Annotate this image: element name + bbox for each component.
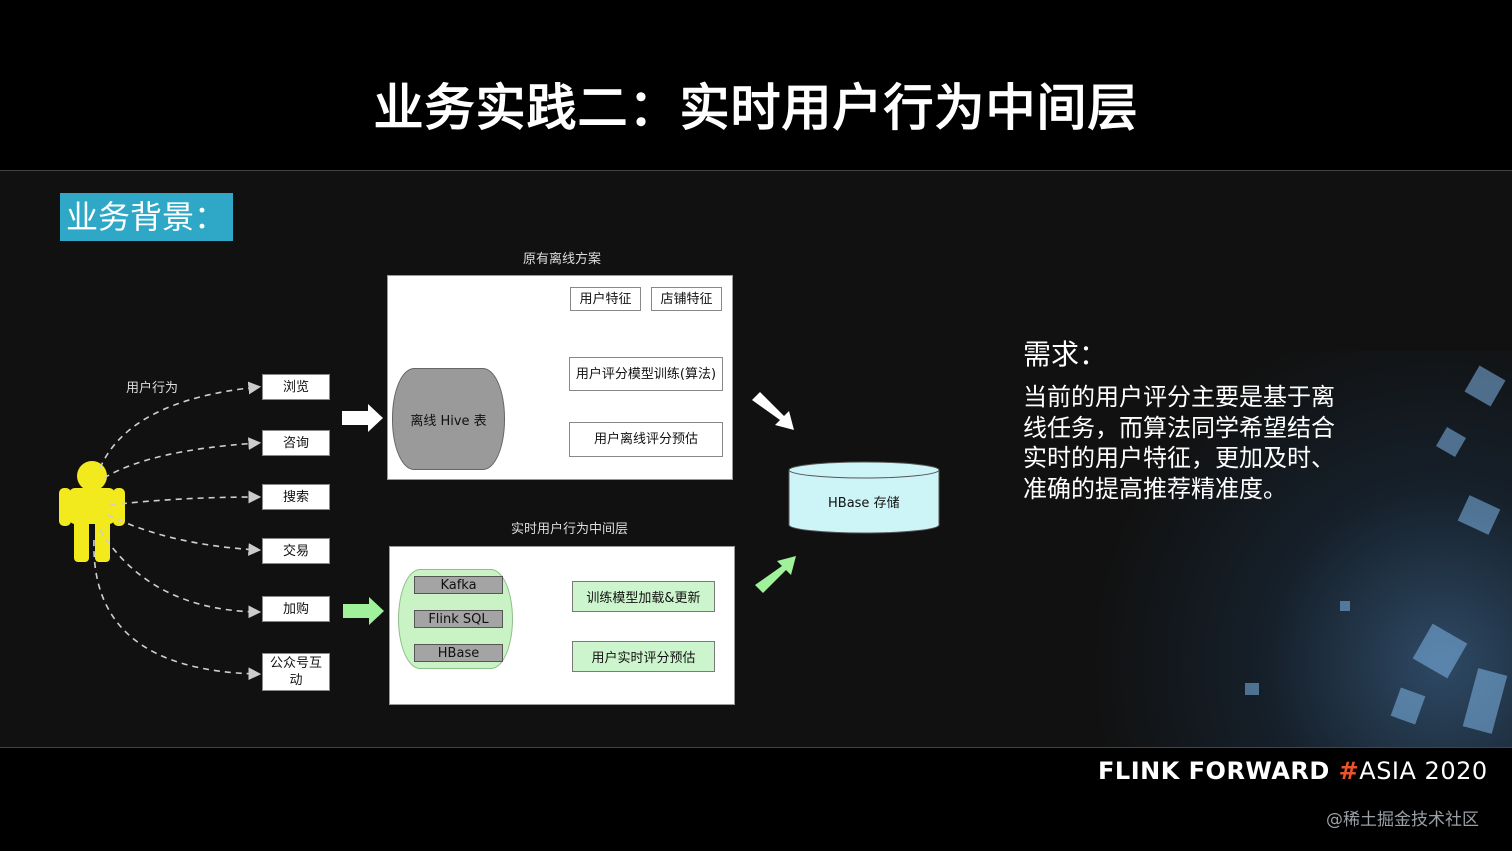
realtime-score-predict-box: 用户实时评分预估: [572, 641, 715, 672]
action-wechat-interaction: 公众号互动: [262, 653, 330, 691]
action-add-cart: 加购: [262, 596, 330, 622]
decorative-glow: [1052, 351, 1512, 747]
slide-title: 业务实践二：实时用户行为中间层: [373, 79, 1139, 137]
realtime-layer-caption: 实时用户行为中间层: [511, 522, 629, 537]
shop-feature-box: 店铺特征: [651, 287, 722, 311]
logo-main-text: FLINK FORWARD: [1098, 757, 1339, 785]
requirement-title: 需求：: [1023, 338, 1108, 371]
model-training-box: 用户评分模型训练(算法): [569, 357, 723, 391]
flink-forward-logo: FLINK FORWARD #ASIA 2020: [1098, 757, 1488, 785]
decorative-cube: [1245, 683, 1259, 695]
action-consult: 咨询: [262, 430, 330, 456]
action-search: 搜索: [262, 484, 330, 510]
offline-hive-table: 离线 Hive 表: [392, 368, 505, 470]
requirement-text: 当前的用户评分主要是基于离线任务，而算法同学希望结合实时的用户特征，更加及时、准…: [1023, 383, 1335, 503]
business-background-badge: 业务背景：: [60, 193, 233, 241]
watermark: @稀土掘金技术社区: [1326, 810, 1479, 830]
kafka-box: Kafka: [414, 576, 503, 594]
logo-hash: #: [1338, 757, 1360, 785]
action-browse: 浏览: [262, 374, 330, 400]
user-behavior-label: 用户行为: [126, 381, 179, 396]
model-update-box: 训练模型加载&更新: [572, 581, 715, 612]
decorative-cube: [1340, 601, 1350, 611]
offline-plan-caption: 原有离线方案: [523, 252, 602, 267]
flink-sql-box: Flink SQL: [414, 610, 503, 628]
user-feature-box: 用户特征: [570, 287, 641, 311]
hbase-box: HBase: [414, 644, 503, 662]
hbase-storage-label: HBase 存储: [828, 496, 900, 511]
logo-asia-text: ASIA 2020: [1359, 757, 1488, 785]
offline-score-predict-box: 用户离线评分预估: [569, 422, 723, 457]
action-trade: 交易: [262, 538, 330, 564]
